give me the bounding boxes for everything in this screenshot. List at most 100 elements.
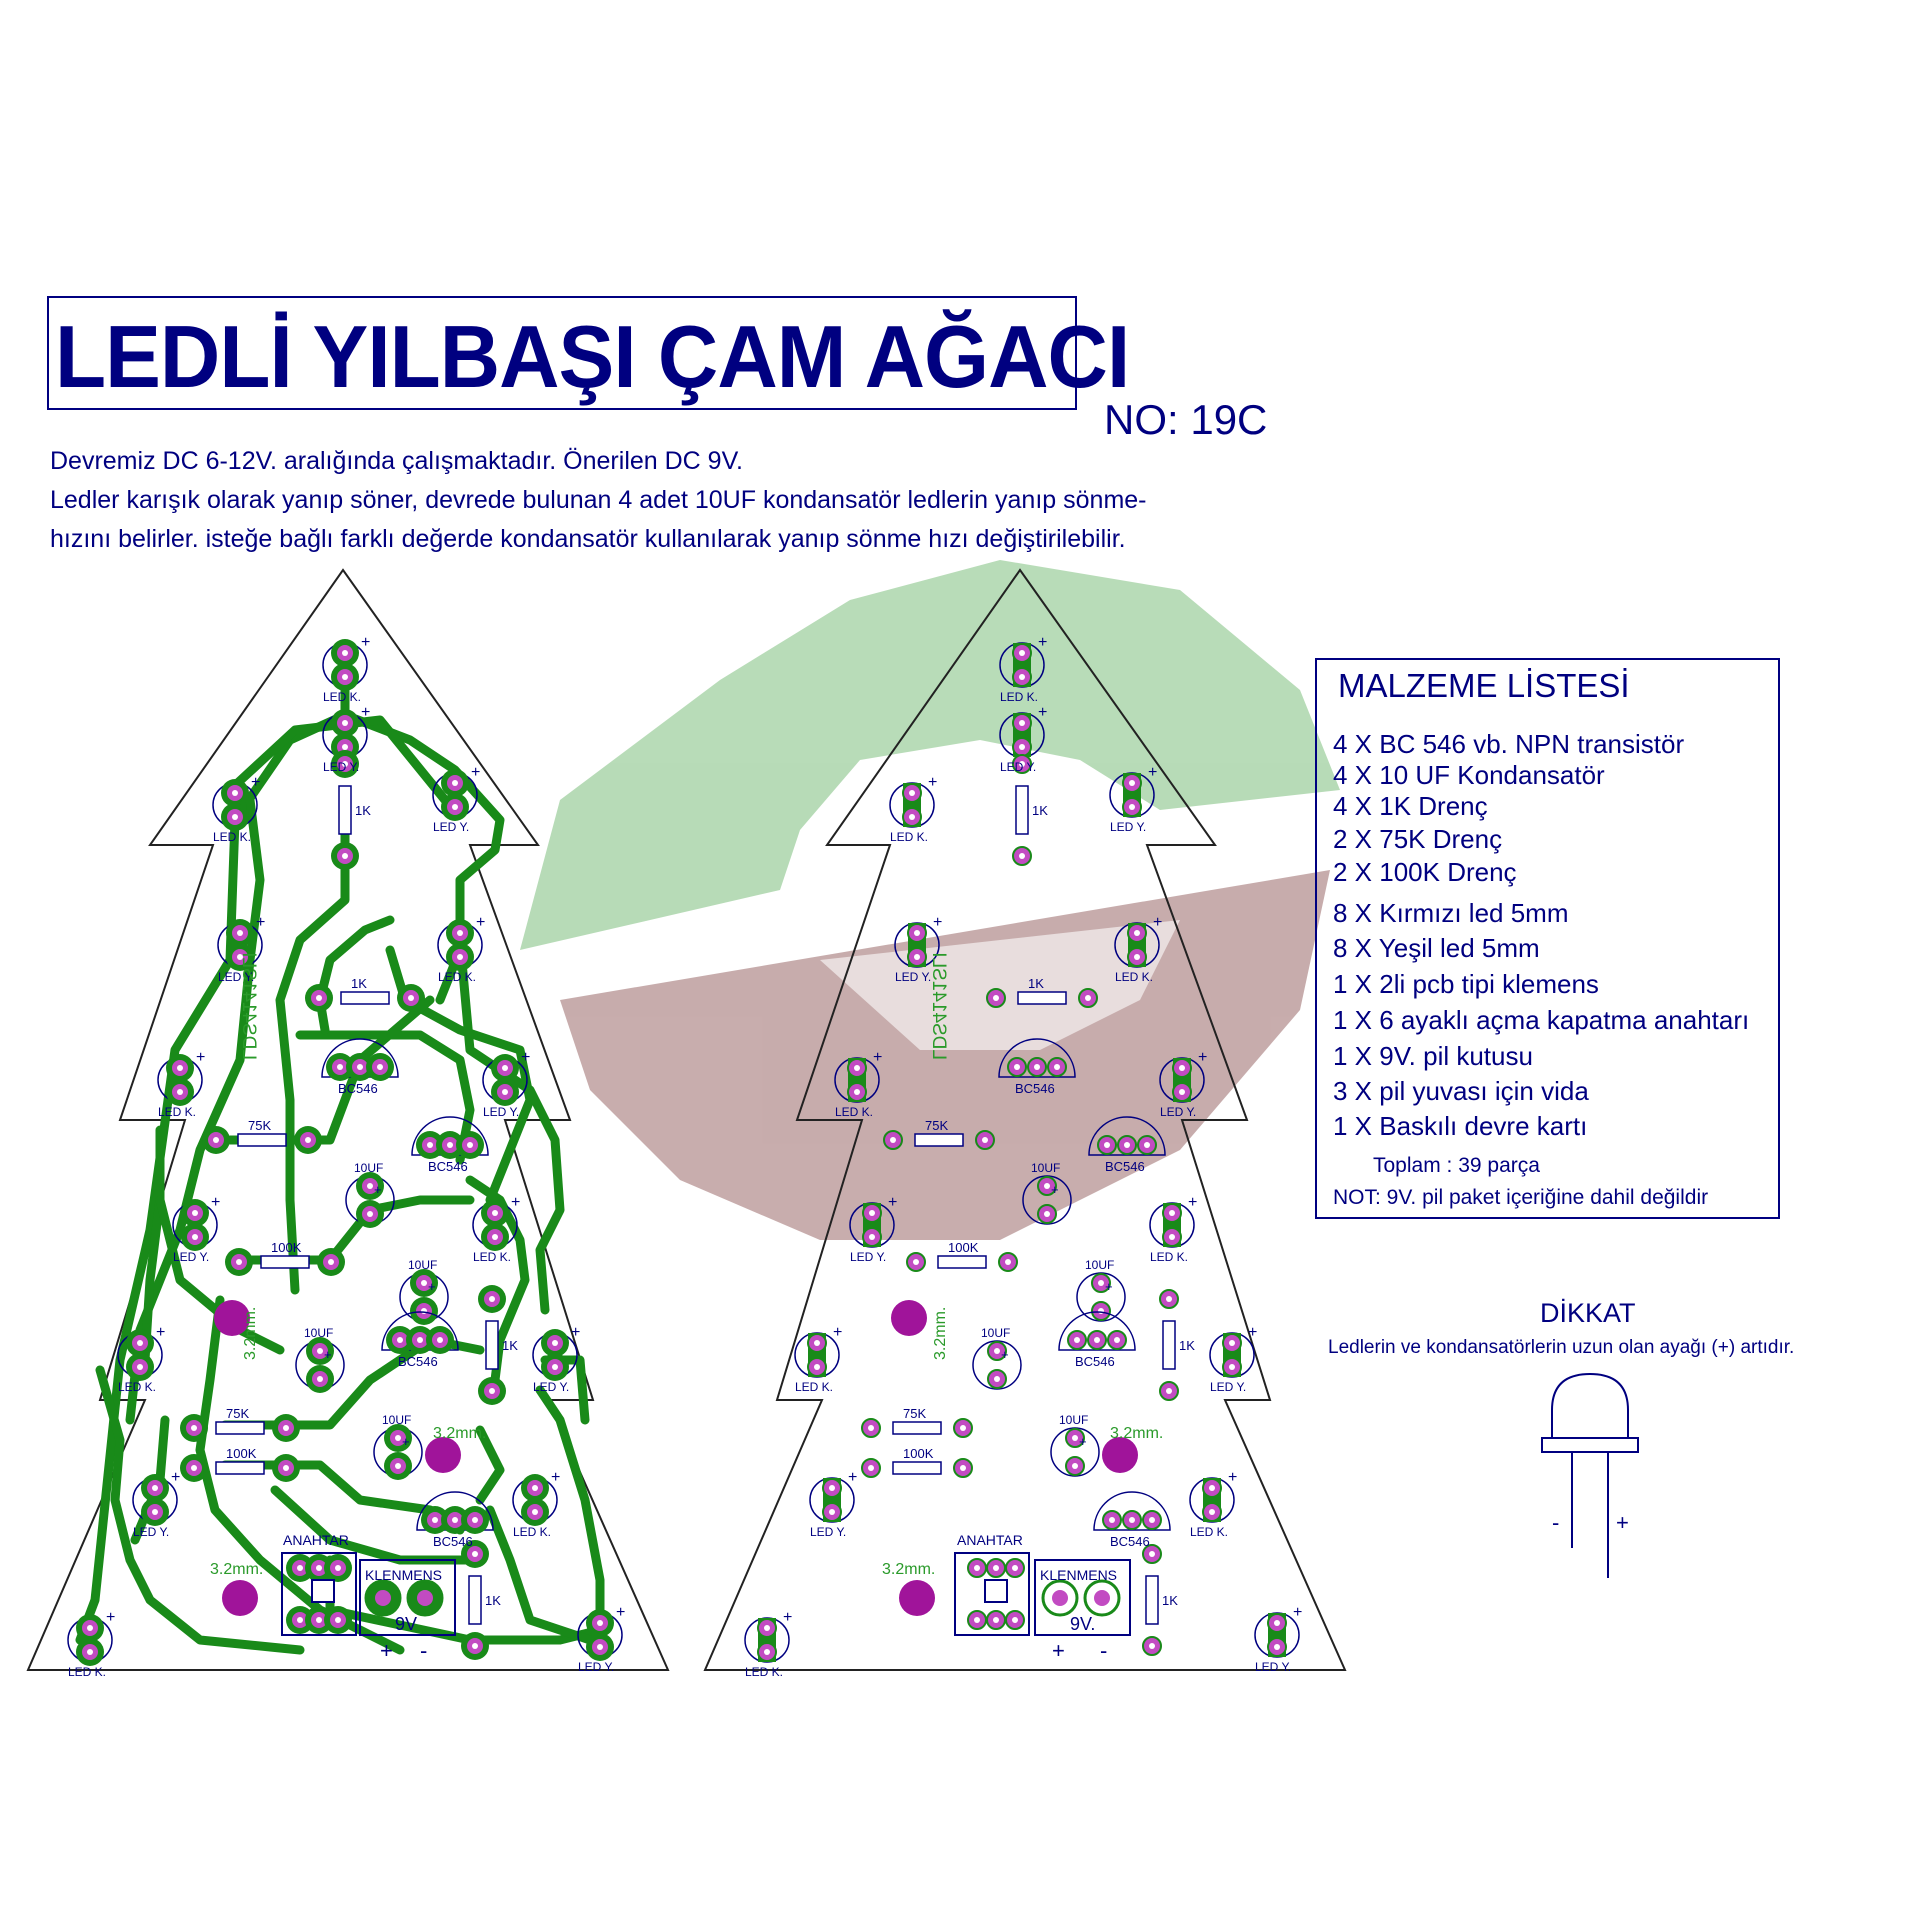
led-plus: + bbox=[833, 1324, 842, 1341]
resistor-pad-drill bbox=[913, 1259, 919, 1265]
terminal-pad bbox=[1052, 1590, 1068, 1606]
resistor-body bbox=[892, 1421, 942, 1435]
led-plus: + bbox=[256, 914, 265, 931]
capacitor-label: 10UF bbox=[981, 1326, 1010, 1340]
capacitor-pad-drill bbox=[1044, 1183, 1050, 1189]
led-pad-drill bbox=[152, 1485, 158, 1491]
led-pad-drill bbox=[502, 1065, 508, 1071]
resistor-pad-drill bbox=[213, 1137, 219, 1143]
led-pad-drill bbox=[87, 1649, 93, 1655]
transistor-pad-drill bbox=[1104, 1142, 1110, 1148]
transistor-pad-drill bbox=[1144, 1142, 1150, 1148]
transistor-pad-drill bbox=[1014, 1064, 1020, 1070]
led-plus: + bbox=[106, 1609, 115, 1626]
transistor-pad-drill bbox=[1054, 1064, 1060, 1070]
led-plus: + bbox=[1038, 634, 1047, 651]
description-line-1: Devremiz DC 6-12V. aralığında çalışmakta… bbox=[50, 447, 743, 475]
led-pad-drill bbox=[232, 814, 238, 820]
led-plus: + bbox=[783, 1609, 792, 1626]
resistor-pad-drill bbox=[1166, 1388, 1172, 1394]
copper-switch-slider bbox=[311, 1579, 335, 1603]
resistor-body bbox=[340, 991, 390, 1005]
led-plus: + bbox=[211, 1194, 220, 1211]
resistor-pad-drill bbox=[993, 995, 999, 1001]
led-plus: + bbox=[928, 774, 937, 791]
resistor-pad-drill bbox=[283, 1425, 289, 1431]
resistor-pad-drill bbox=[472, 1551, 478, 1557]
transistor-label: BC546 bbox=[428, 1159, 468, 1174]
led-pad-drill bbox=[1229, 1340, 1235, 1346]
led-pad-drill bbox=[452, 804, 458, 810]
led-plus: + bbox=[1153, 914, 1162, 931]
led-pad-drill bbox=[192, 1210, 198, 1216]
resistor-body bbox=[485, 1320, 499, 1370]
led-plus: + bbox=[1293, 1604, 1302, 1621]
resistor-pad-drill bbox=[868, 1465, 874, 1471]
silk-terminal-label: KLENMENS bbox=[1040, 1567, 1117, 1583]
led-pad-drill bbox=[869, 1210, 875, 1216]
transistor-outline bbox=[1058, 1311, 1136, 1351]
bom-item: 2 X 75K Drenç bbox=[1333, 824, 1503, 854]
resistor-label: 1K bbox=[1179, 1338, 1195, 1353]
bom-item: 8 X Kırmızı led 5mm bbox=[1333, 898, 1569, 928]
led-pad-drill bbox=[814, 1340, 820, 1346]
led-pad-drill bbox=[457, 954, 463, 960]
transistor-pad-drill bbox=[357, 1064, 363, 1070]
led-label: LED Y. bbox=[173, 1250, 209, 1264]
capacitor-pad-drill bbox=[421, 1280, 427, 1286]
transistor-outline bbox=[416, 1491, 494, 1531]
led-pad-drill bbox=[1209, 1509, 1215, 1515]
transistor-pad-drill bbox=[1124, 1142, 1130, 1148]
silk-minus-label: - bbox=[1100, 1638, 1107, 1663]
led-pad-drill bbox=[1129, 780, 1135, 786]
silk-switch-slider bbox=[984, 1579, 1008, 1603]
resistor-pad-drill bbox=[342, 853, 348, 859]
silk-switch-label: ANAHTAR bbox=[957, 1532, 1023, 1548]
transistor-pad-drill bbox=[1094, 1337, 1100, 1343]
copper-terminal-label: KLENMENS bbox=[365, 1567, 442, 1583]
led-pad-drill bbox=[1274, 1620, 1280, 1626]
capacitor-pad-drill bbox=[1072, 1463, 1078, 1469]
page-title: LEDLİ YILBAŞI ÇAM AĞACI bbox=[55, 307, 1130, 406]
led-label: LED K. bbox=[795, 1380, 833, 1394]
led-label: LED Y. bbox=[218, 970, 254, 984]
led-plus: + bbox=[196, 1049, 205, 1066]
led-pad-drill bbox=[532, 1485, 538, 1491]
capacitor-pad-drill bbox=[1098, 1280, 1104, 1286]
led-polarity-diagram: - + bbox=[1541, 1372, 1639, 1578]
led-plus-label: + bbox=[1616, 1510, 1629, 1535]
led-pad-drill bbox=[597, 1620, 603, 1626]
capacitor-pad-drill bbox=[1044, 1211, 1050, 1217]
led-plus: + bbox=[1148, 764, 1157, 781]
bom-item: 1 X 9V. pil kutusu bbox=[1333, 1041, 1533, 1071]
led-pad-drill bbox=[492, 1234, 498, 1240]
resistor-body bbox=[914, 1133, 964, 1147]
resistor-label: 100K bbox=[271, 1240, 302, 1255]
transistor-label: BC546 bbox=[1075, 1354, 1115, 1369]
led-label: LED K. bbox=[1190, 1525, 1228, 1539]
resistor-pad-drill bbox=[960, 1425, 966, 1431]
switch-pad-drill bbox=[1012, 1617, 1018, 1623]
capacitor-label: 10UF bbox=[382, 1413, 411, 1427]
copper-switch bbox=[281, 1552, 357, 1636]
led-plus: + bbox=[476, 914, 485, 931]
led-pad-drill bbox=[1169, 1210, 1175, 1216]
switch-pad-drill bbox=[993, 1565, 999, 1571]
resistor-body bbox=[215, 1421, 265, 1435]
led-pad-drill bbox=[1129, 804, 1135, 810]
bom-item: 1 X 2li pcb tipi klemens bbox=[1333, 969, 1599, 999]
copper-terminal bbox=[359, 1559, 456, 1636]
switch-pad-drill bbox=[335, 1617, 341, 1623]
led-plus: + bbox=[1228, 1469, 1237, 1486]
resistor-body bbox=[215, 1461, 265, 1475]
resistor-pad-drill bbox=[342, 761, 348, 767]
bom-item: 8 X Yeşil led 5mm bbox=[1333, 933, 1540, 963]
transistor-pad-drill bbox=[472, 1517, 478, 1523]
led-pad-drill bbox=[342, 650, 348, 656]
led-pad-drill bbox=[1134, 930, 1140, 936]
led-plus: + bbox=[511, 1194, 520, 1211]
led-minus-label: - bbox=[1552, 1510, 1559, 1535]
resistor-label: 1K bbox=[1028, 976, 1044, 991]
led-plus: + bbox=[361, 704, 370, 721]
resistor-label: 1K bbox=[1162, 1593, 1178, 1608]
